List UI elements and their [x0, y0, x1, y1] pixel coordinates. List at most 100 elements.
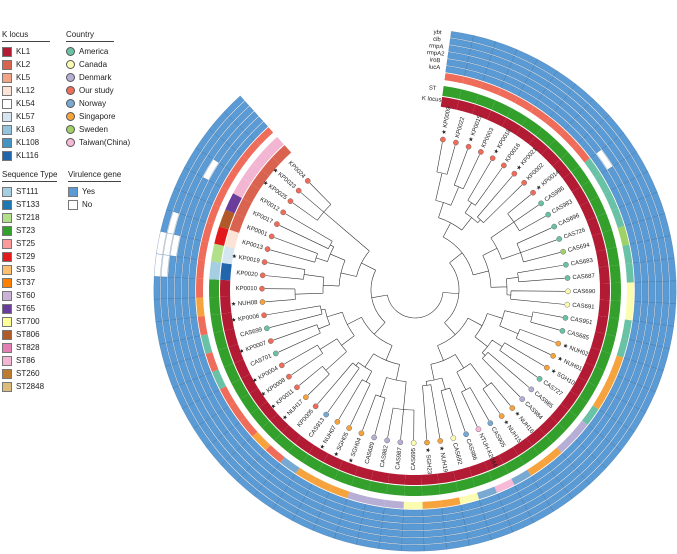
tip-label: CAS690	[573, 289, 596, 295]
virulence-cell	[223, 95, 245, 117]
tip-label: ★ NUH02	[562, 342, 590, 358]
sequence-type-legend-item: ST111	[2, 185, 57, 198]
k-locus-cell	[338, 460, 358, 476]
st-cell	[609, 264, 621, 284]
virulence-cell	[401, 544, 425, 552]
legend-swatch	[2, 199, 12, 210]
tip-country-dot	[478, 149, 484, 155]
tip-label: ★ SGH05	[332, 431, 350, 459]
legend-swatch	[66, 47, 75, 56]
k-locus-cell	[251, 169, 270, 190]
tip-country-dot	[450, 435, 457, 441]
legend-label: ST25	[16, 238, 36, 248]
country-cell	[545, 117, 565, 135]
country-cell	[594, 173, 611, 194]
country-cell	[280, 457, 300, 474]
country-cell	[347, 491, 368, 504]
legend-swatch	[2, 111, 12, 122]
legend-swatch	[2, 212, 12, 223]
country-cell	[530, 106, 550, 123]
legend-label: KL116	[16, 150, 39, 160]
virulence-cell	[401, 537, 425, 545]
k-locus-cell	[570, 376, 588, 397]
k-locus-cell	[354, 465, 374, 481]
legend-swatch	[68, 186, 78, 197]
legend-label: Singapore	[79, 111, 116, 121]
legend-label: ST133	[16, 199, 40, 209]
tip-country-dot	[555, 340, 562, 347]
country-cell	[617, 225, 630, 246]
virulence-cell	[382, 514, 404, 524]
st-cell	[261, 421, 282, 441]
k-locus-cell	[498, 446, 519, 464]
k-locus-cell	[484, 454, 504, 471]
tip-country-dot	[267, 338, 274, 344]
tip-label: CAS983	[551, 199, 574, 216]
legend-swatch	[2, 225, 12, 236]
st-cell	[351, 476, 371, 491]
virulence-cell	[423, 529, 446, 538]
tip-label: CAS699	[240, 327, 264, 339]
tip-label: CAS687	[572, 273, 595, 281]
st-cell	[274, 433, 295, 453]
country-cell	[200, 334, 213, 355]
tip-country-dot	[521, 179, 527, 186]
st-cell	[438, 481, 458, 495]
virulence-cell	[174, 298, 183, 320]
st-cell	[421, 484, 441, 496]
country-legend-item: Canada	[66, 58, 130, 71]
legend-label: ST111	[16, 186, 39, 196]
country-legend-item: Sweden	[66, 123, 130, 136]
tip-country-dot	[295, 187, 302, 194]
k-locus-cell	[224, 229, 240, 249]
sequence-type-legend-item: ST25	[2, 237, 57, 250]
annotation-rings	[153, 31, 677, 552]
legend-swatch	[2, 329, 12, 340]
virulence-cell	[380, 528, 403, 537]
country-cell	[480, 81, 501, 95]
tip-country-dot	[440, 136, 446, 143]
virulence-cell	[234, 106, 254, 126]
virulence-cell	[401, 530, 424, 538]
tip-label: KP0024	[287, 160, 307, 180]
country-cell	[556, 434, 576, 453]
legend-swatch	[2, 368, 12, 379]
country-cell	[254, 127, 274, 146]
virulence-cell	[423, 542, 447, 552]
k-locus-cell	[294, 435, 315, 454]
virulence-cell	[174, 256, 184, 278]
legend-label: ST23	[16, 225, 36, 235]
virulence-cell	[654, 259, 663, 282]
k-locus-cell	[234, 359, 251, 379]
k-locus-cell	[598, 266, 610, 284]
legend-label: Canada	[79, 59, 108, 69]
country-cell	[494, 478, 515, 494]
k-locus-cell	[552, 159, 571, 179]
k-locus-cell	[421, 473, 439, 485]
country-cell	[462, 76, 483, 89]
tip-label: KP0020	[236, 270, 258, 278]
legend-label: KL12	[16, 85, 35, 95]
legend-label: Taiwan(China)	[79, 137, 131, 147]
st-cell	[219, 209, 235, 230]
k-locus-cell	[595, 315, 609, 334]
k-locus-cell	[228, 344, 244, 364]
tip-country-dot	[261, 312, 267, 319]
virulence-cell	[244, 116, 264, 136]
tip-country-dot	[286, 373, 292, 380]
tip-country-dot	[545, 211, 551, 218]
k-locus-cell	[371, 470, 390, 484]
virulence-cell	[239, 111, 259, 131]
legend-label: KL5	[16, 72, 31, 82]
legend-swatch	[2, 355, 12, 366]
virulence-cell	[181, 277, 189, 299]
country-cell	[221, 170, 238, 191]
tip-country-dot	[371, 434, 377, 441]
country-cell	[422, 500, 442, 509]
k-locus-cell	[598, 299, 610, 318]
